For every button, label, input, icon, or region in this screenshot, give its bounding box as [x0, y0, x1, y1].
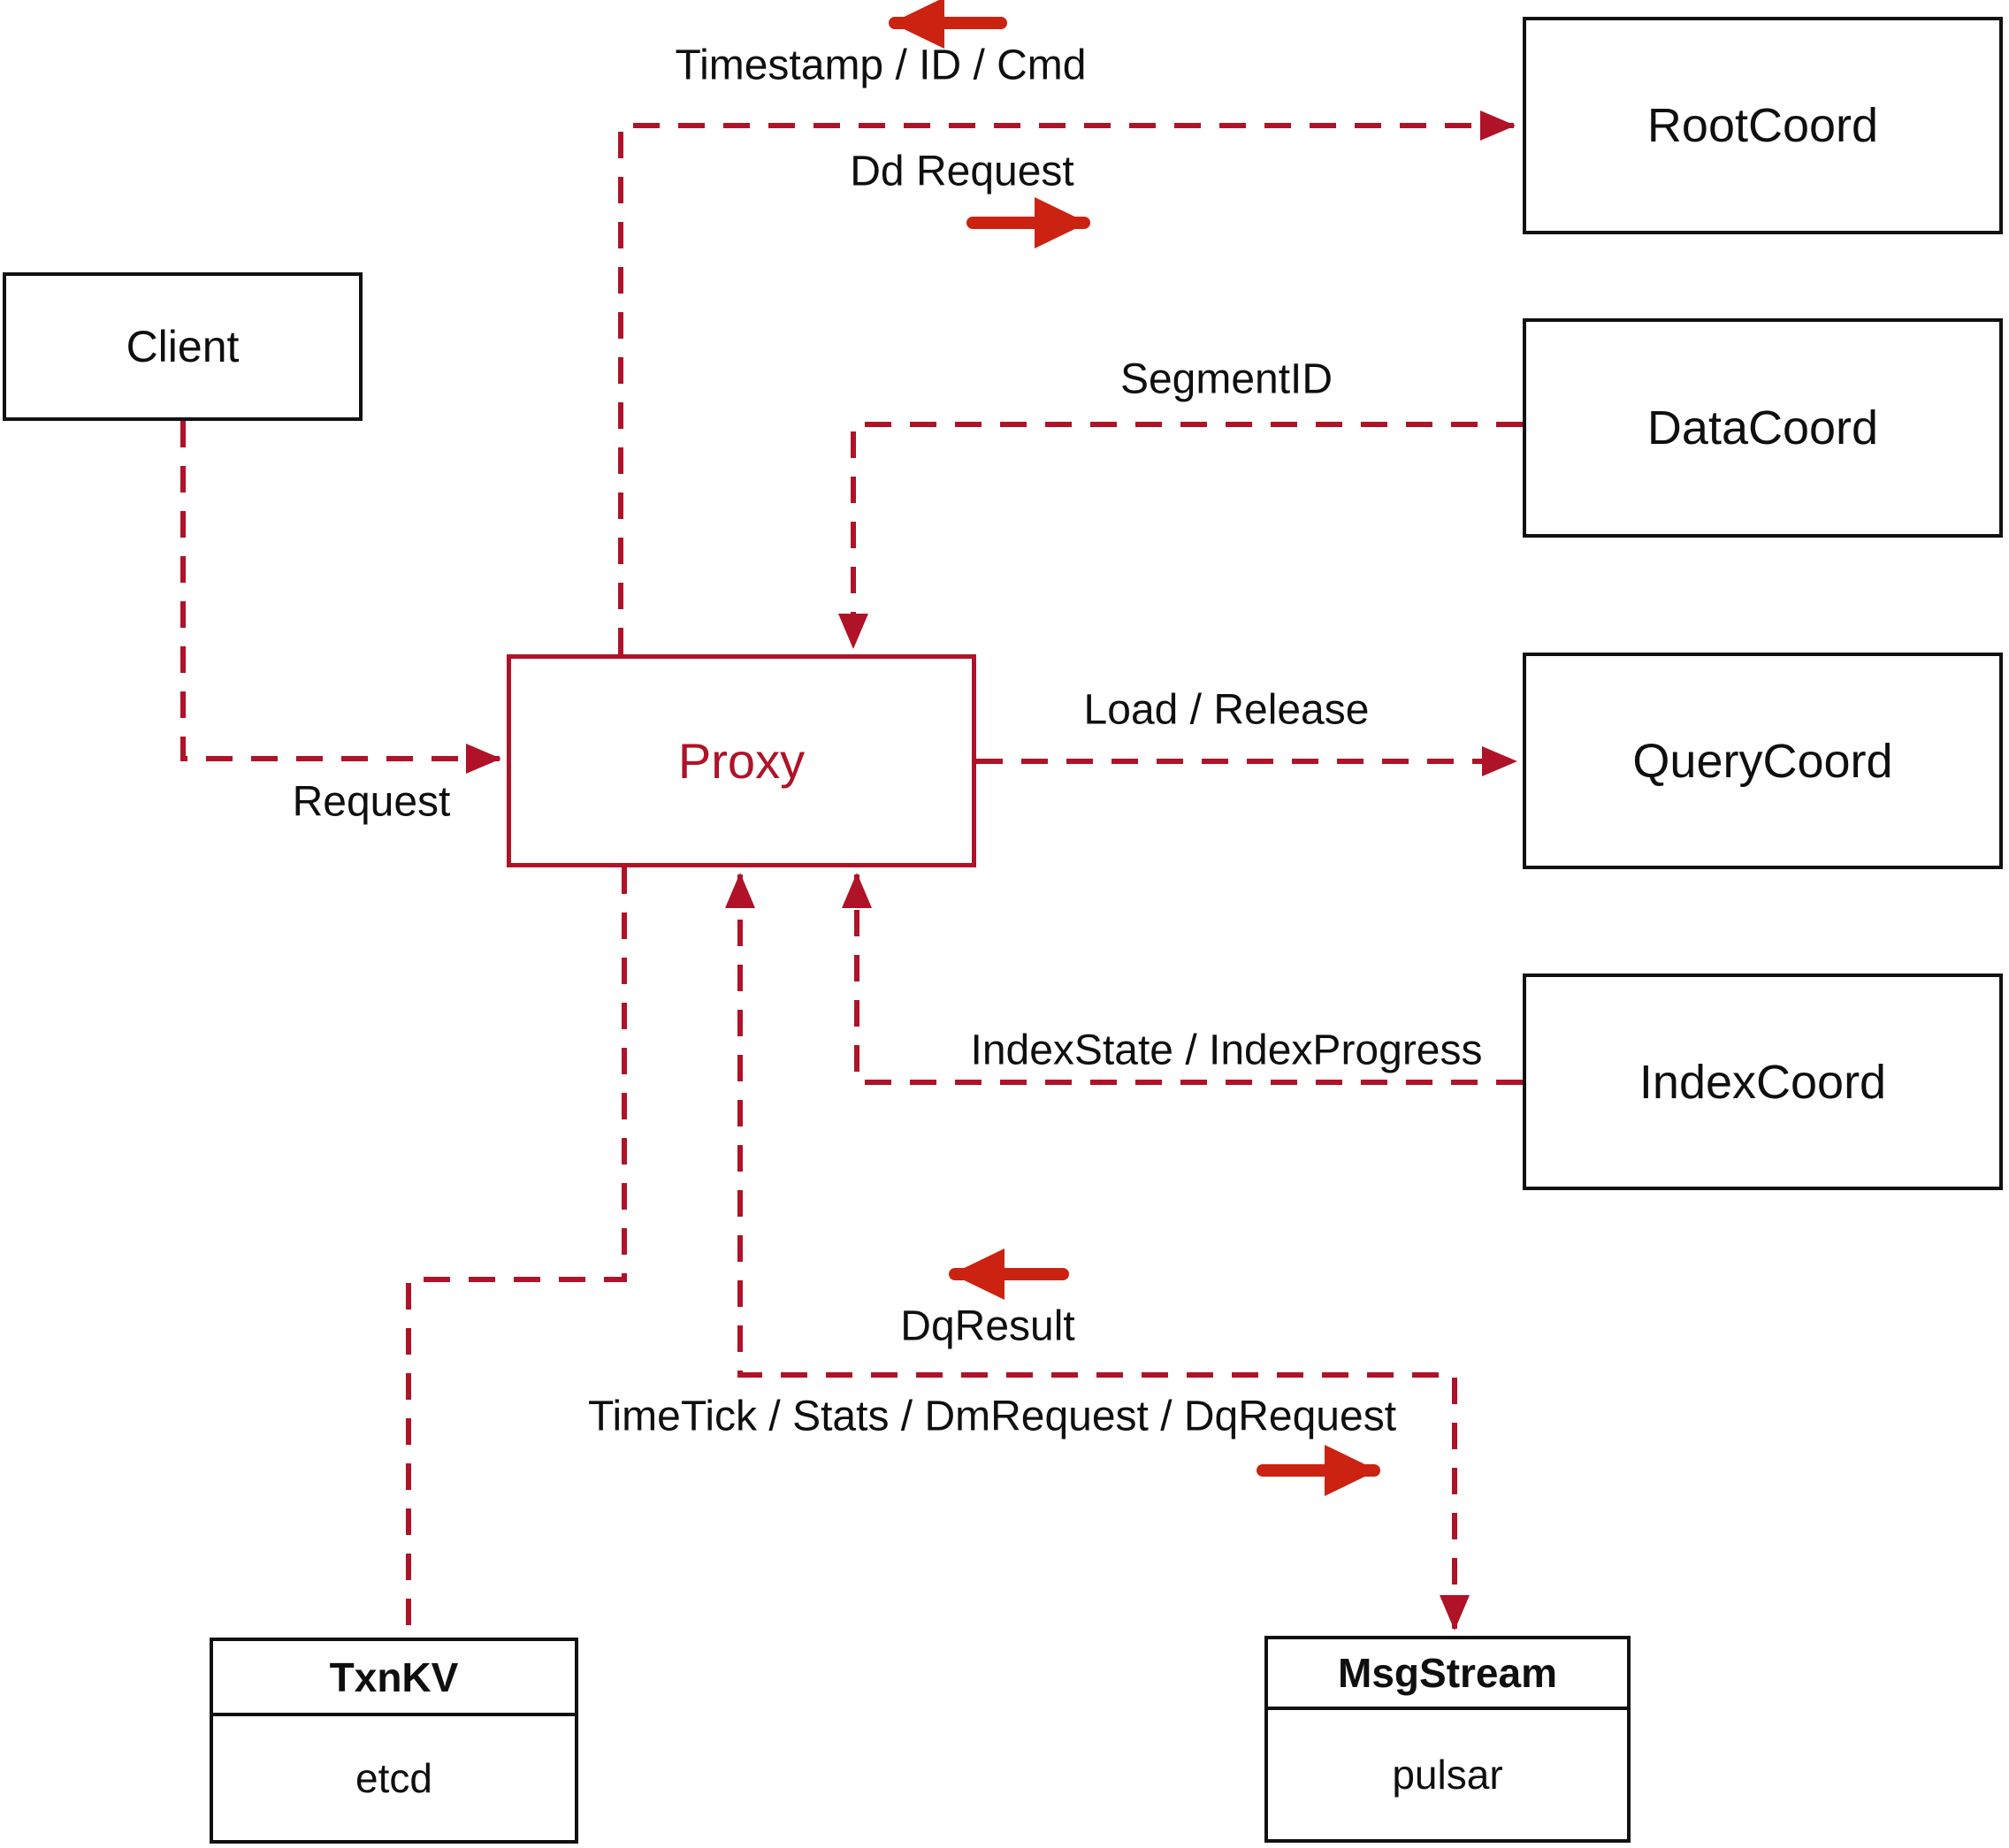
datacoord-node: DataCoord: [1523, 318, 2003, 538]
txnkv-node: TxnKV etcd: [210, 1638, 578, 1844]
querycoord-node: QueryCoord: [1523, 653, 2003, 869]
connector-client-proxy: [180, 421, 501, 774]
edge-label-index-state-progress: IndexState / IndexProgress: [970, 1027, 1483, 1074]
indexcoord-node: IndexCoord: [1523, 974, 2003, 1190]
edge-label-time-tick: TimeTick / Stats / DmRequest / DqRequest: [587, 1393, 1397, 1440]
txnkv-title: TxnKV: [213, 1641, 575, 1716]
edge-label-timestamp-id-cmd: Timestamp / ID / Cmd: [675, 42, 1087, 89]
msgstream-title: MsgStream: [1268, 1639, 1627, 1710]
datacoord-label: DataCoord: [1646, 401, 1879, 454]
edge-label-dq-result: DqResult: [900, 1302, 1075, 1350]
connector-proxy-msgstream: [725, 873, 1470, 1630]
rootcoord-label: RootCoord: [1646, 99, 1879, 152]
indexcoord-label: IndexCoord: [1639, 1055, 1887, 1109]
querycoord-label: QueryCoord: [1632, 734, 1893, 788]
connector-proxy-rootcoord: [618, 111, 1516, 654]
connector-datacoord-proxy: [838, 422, 1523, 649]
msgstream-body: pulsar: [1392, 1752, 1503, 1798]
txnkv-body: etcd: [355, 1755, 432, 1801]
client-node: Client: [3, 272, 363, 421]
connector-proxy-txnkv: [406, 867, 627, 1636]
msgstream-node: MsgStream pulsar: [1264, 1636, 1631, 1843]
edge-label-dd-request: Dd Request: [850, 148, 1074, 195]
edge-label-request: Request: [292, 778, 451, 826]
rootcoord-node: RootCoord: [1523, 17, 2003, 234]
client-label: Client: [126, 322, 240, 371]
edge-label-segment-id: SegmentID: [1119, 355, 1333, 403]
proxy-node: Proxy: [507, 654, 976, 867]
proxy-label: Proxy: [677, 733, 806, 789]
edge-label-load-release: Load / Release: [1083, 686, 1370, 734]
